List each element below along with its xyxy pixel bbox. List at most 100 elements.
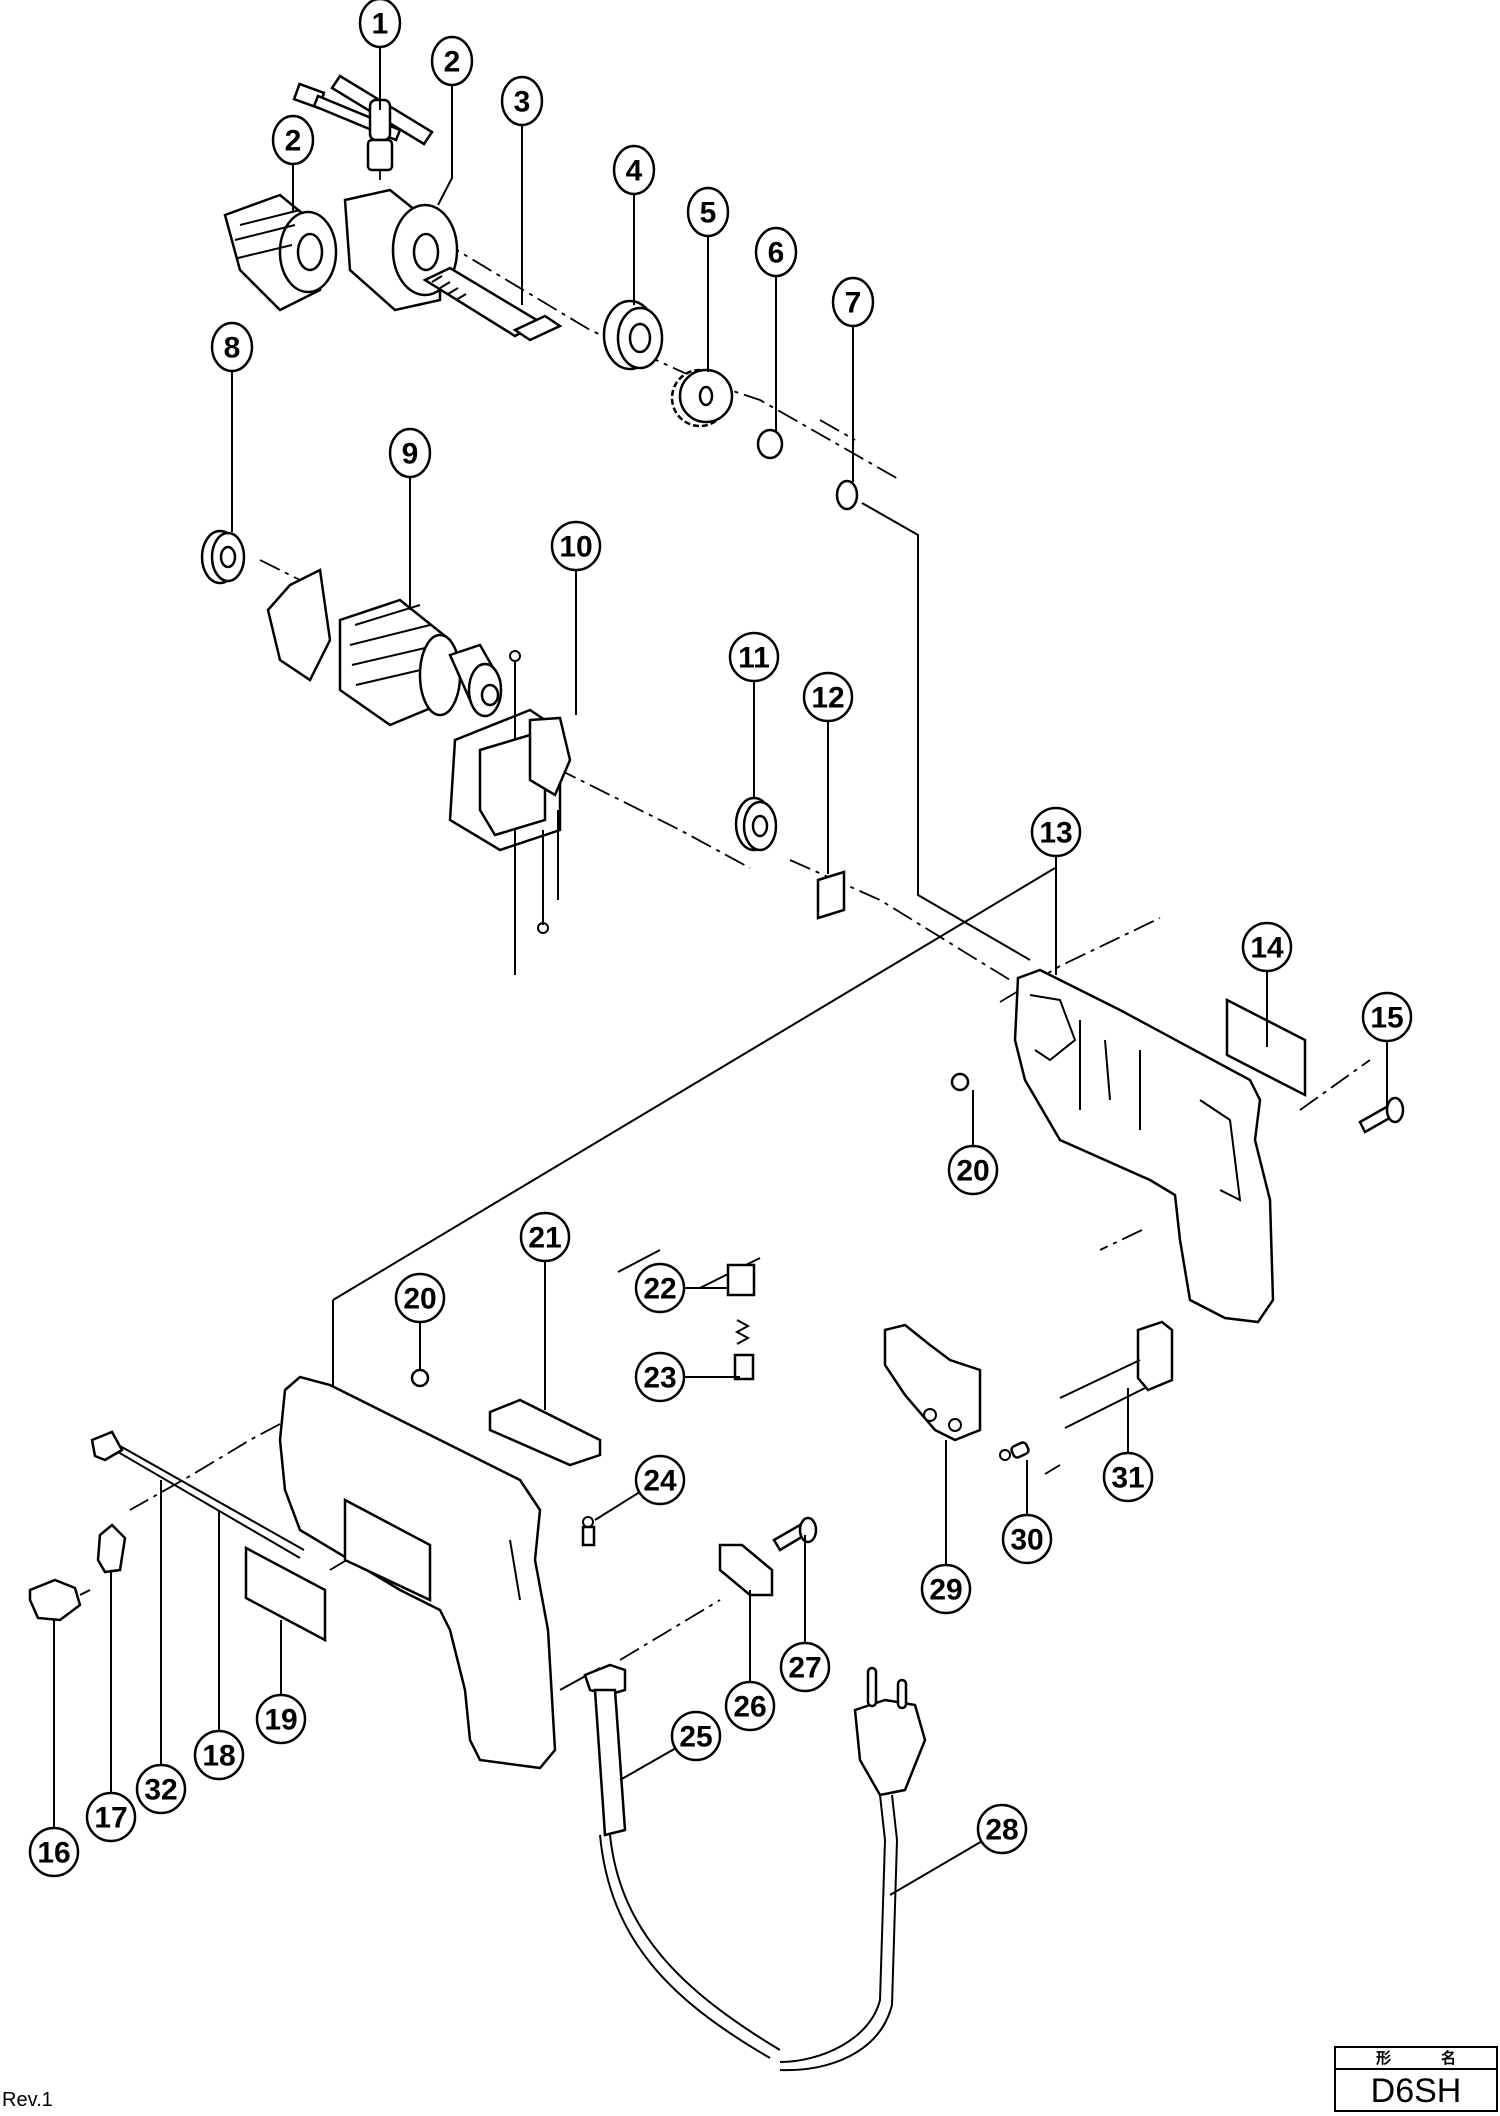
callout-27[interactable]: 27	[779, 1641, 831, 1693]
callout-25[interactable]: 25	[670, 1710, 722, 1762]
model-header-left: 形	[1376, 2049, 1392, 2067]
svg-text:17: 17	[94, 1802, 127, 1835]
part-housing-left	[278, 1375, 557, 1770]
callout-24[interactable]: 24	[634, 1454, 686, 1506]
part-cover-12	[816, 870, 846, 920]
svg-text:28: 28	[985, 1814, 1018, 1847]
svg-text:4: 4	[626, 155, 643, 188]
revision-label: Rev.1	[2, 2089, 53, 2111]
svg-text:11: 11	[738, 642, 770, 675]
part-cord-clip-26	[718, 1543, 774, 1597]
svg-text:18: 18	[202, 1740, 235, 1773]
part-terminal-24	[581, 1516, 596, 1547]
callout-2a[interactable]: 2	[430, 35, 474, 87]
svg-text:21: 21	[528, 1222, 561, 1255]
callout-4[interactable]: 4	[612, 144, 656, 196]
callout-23[interactable]: 23	[634, 1351, 686, 1403]
callout-12[interactable]: 12	[802, 671, 854, 723]
svg-text:2: 2	[285, 125, 302, 158]
part-stopper-17	[96, 1523, 127, 1574]
svg-text:12: 12	[811, 682, 844, 715]
callout-17[interactable]: 17	[85, 1791, 137, 1843]
callout-3[interactable]: 3	[500, 75, 544, 127]
svg-text:10: 10	[559, 531, 592, 564]
svg-text:2: 2	[444, 46, 461, 79]
callouts: 1 2 2 3 4 5 6 7 8 9 10 11 12 13 14 15 20…	[28, 0, 1413, 1878]
callout-14[interactable]: 14	[1241, 921, 1293, 973]
part-label-14	[1225, 997, 1307, 1098]
svg-text:16: 16	[37, 1837, 70, 1870]
callout-28[interactable]: 28	[976, 1803, 1028, 1855]
svg-text:14: 14	[1250, 932, 1284, 965]
part-screw-15	[1358, 1096, 1405, 1134]
part-brush-cover-21	[488, 1398, 602, 1467]
svg-text:19: 19	[264, 1704, 297, 1737]
callout-2b[interactable]: 2	[271, 114, 315, 166]
callout-19[interactable]: 19	[255, 1693, 307, 1745]
part-wing-bolt-16	[28, 1578, 91, 1622]
part-stator-10	[448, 650, 572, 975]
part-connector-30	[999, 1441, 1030, 1461]
svg-text:9: 9	[402, 438, 419, 471]
svg-text:25: 25	[679, 1721, 712, 1754]
part-bearing-4	[602, 299, 664, 371]
svg-text:29: 29	[929, 1574, 962, 1607]
svg-text:1: 1	[372, 8, 389, 41]
part-armature-9	[266, 568, 503, 727]
svg-text:7: 7	[845, 287, 862, 320]
callout-8[interactable]: 8	[210, 321, 254, 373]
part-switch-29	[883, 1323, 982, 1442]
callout-11[interactable]: 11	[728, 631, 780, 683]
part-plug-28	[779, 1666, 927, 2072]
callout-29[interactable]: 29	[920, 1563, 972, 1615]
model-header-right: 名	[1440, 2049, 1456, 2067]
svg-text:26: 26	[733, 1691, 766, 1724]
part-housing-right-13	[1013, 968, 1275, 1324]
callout-15[interactable]: 15	[1361, 991, 1413, 1043]
part-chuck-key	[292, 74, 434, 172]
callout-16[interactable]: 16	[28, 1826, 80, 1878]
model-header: 形 名	[1336, 2048, 1496, 2070]
part-bearing-8	[200, 529, 246, 585]
callout-9[interactable]: 9	[388, 427, 432, 479]
callout-26[interactable]: 26	[724, 1680, 776, 1732]
callout-30[interactable]: 30	[1001, 1513, 1053, 1565]
svg-text:32: 32	[144, 1774, 177, 1807]
part-spindle	[422, 266, 563, 342]
part-ring-7	[835, 479, 859, 511]
svg-text:30: 30	[1010, 1524, 1043, 1557]
svg-text:27: 27	[788, 1652, 821, 1685]
model-number: D6SH	[1370, 2072, 1462, 2110]
callout-1[interactable]: 1	[358, 0, 402, 49]
part-name-plate-19	[244, 1545, 327, 1643]
callout-31[interactable]: 31	[1102, 1451, 1154, 1503]
part-depth-gauge-32	[90, 1430, 305, 1559]
callout-18[interactable]: 18	[193, 1729, 245, 1781]
svg-text:31: 31	[1111, 1462, 1144, 1495]
callout-7[interactable]: 7	[831, 276, 875, 328]
callout-21[interactable]: 21	[519, 1211, 571, 1263]
part-bearing-11	[734, 796, 778, 852]
callout-32[interactable]: 32	[135, 1763, 187, 1815]
part-nut-20a	[950, 1072, 970, 1092]
callout-20b[interactable]: 20	[394, 1272, 446, 1324]
part-keyless-chuck	[223, 193, 338, 312]
svg-text:24: 24	[643, 1465, 677, 1498]
callout-13[interactable]: 13	[1030, 806, 1082, 858]
callout-20a[interactable]: 20	[947, 1144, 999, 1196]
svg-text:20: 20	[403, 1283, 436, 1316]
callout-22[interactable]: 22	[634, 1262, 686, 1314]
leader-lines	[53, 43, 1388, 1896]
svg-text:6: 6	[768, 237, 785, 270]
part-brush-23	[733, 1319, 755, 1381]
callout-5[interactable]: 5	[686, 186, 730, 238]
svg-text:20: 20	[956, 1155, 989, 1188]
callout-10[interactable]: 10	[550, 520, 602, 572]
part-drill-chuck	[343, 188, 459, 312]
part-gear-5	[670, 368, 734, 428]
model-title-block: 形 名 D6SH	[1334, 2046, 1498, 2112]
svg-text:3: 3	[514, 86, 531, 119]
svg-text:15: 15	[1370, 1002, 1403, 1035]
callout-6[interactable]: 6	[754, 226, 798, 278]
